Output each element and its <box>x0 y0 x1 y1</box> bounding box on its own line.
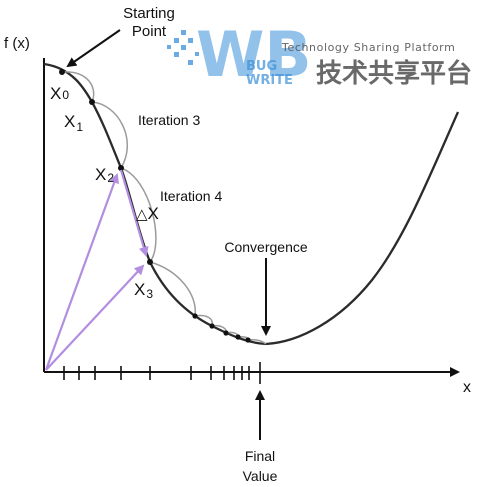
x-axis-label: x <box>463 379 471 396</box>
watermark-pixel-icon <box>167 30 199 65</box>
watermark-chinese: 技术共享平台 <box>316 58 472 89</box>
x1-label: X1 <box>64 112 83 134</box>
point-step <box>192 313 198 319</box>
starting-point-label: Point <box>132 23 167 40</box>
point-x1 <box>89 99 95 105</box>
delta-x-label: △X <box>136 204 159 223</box>
vector-to-x3 <box>45 264 145 371</box>
x3-label: X3 <box>134 280 153 301</box>
function-curve <box>43 62 460 346</box>
convergence-label: Convergence <box>224 239 307 255</box>
iteration-3-label: Iteration 3 <box>138 112 200 128</box>
bugwrite-watermark: WB BUG WRITE Technology Sharing Platform… <box>167 18 472 91</box>
x2-label: X2 <box>95 165 114 185</box>
point-step <box>235 334 241 340</box>
final-value-label: Final <box>245 448 275 464</box>
iteration-4-label: Iteration 4 <box>160 188 222 204</box>
arc-x3-step <box>149 261 196 317</box>
starting-point-label: Starting <box>123 5 175 22</box>
arc-x2-x3 <box>120 167 157 263</box>
iteration-points <box>59 69 251 343</box>
point-x3 <box>147 259 153 265</box>
watermark-bug: BUG <box>246 59 277 74</box>
point-step <box>245 337 251 343</box>
x-axis-arrowhead <box>450 367 460 377</box>
y-axis-label: f (x) <box>4 35 30 52</box>
arc-x0-x1 <box>61 71 95 103</box>
vector-x2-to-x3 <box>119 169 149 257</box>
watermark-tagline: Technology Sharing Platform <box>281 41 455 54</box>
point-x0 <box>59 69 65 75</box>
x-axis-ticks <box>63 362 261 384</box>
arc-x1-x2 <box>91 101 129 169</box>
watermark-write: WRITE <box>246 73 293 88</box>
starting-point-arrow <box>66 29 121 68</box>
final-value-label: Value <box>243 468 278 484</box>
vector-to-x2 <box>44 173 119 371</box>
point-step <box>209 323 215 329</box>
point-step <box>223 330 229 336</box>
x0-label: X0 <box>50 84 69 103</box>
watermark-logo-letters: WB <box>196 18 312 91</box>
purple-vectors <box>44 169 149 371</box>
point-x2 <box>118 165 124 171</box>
